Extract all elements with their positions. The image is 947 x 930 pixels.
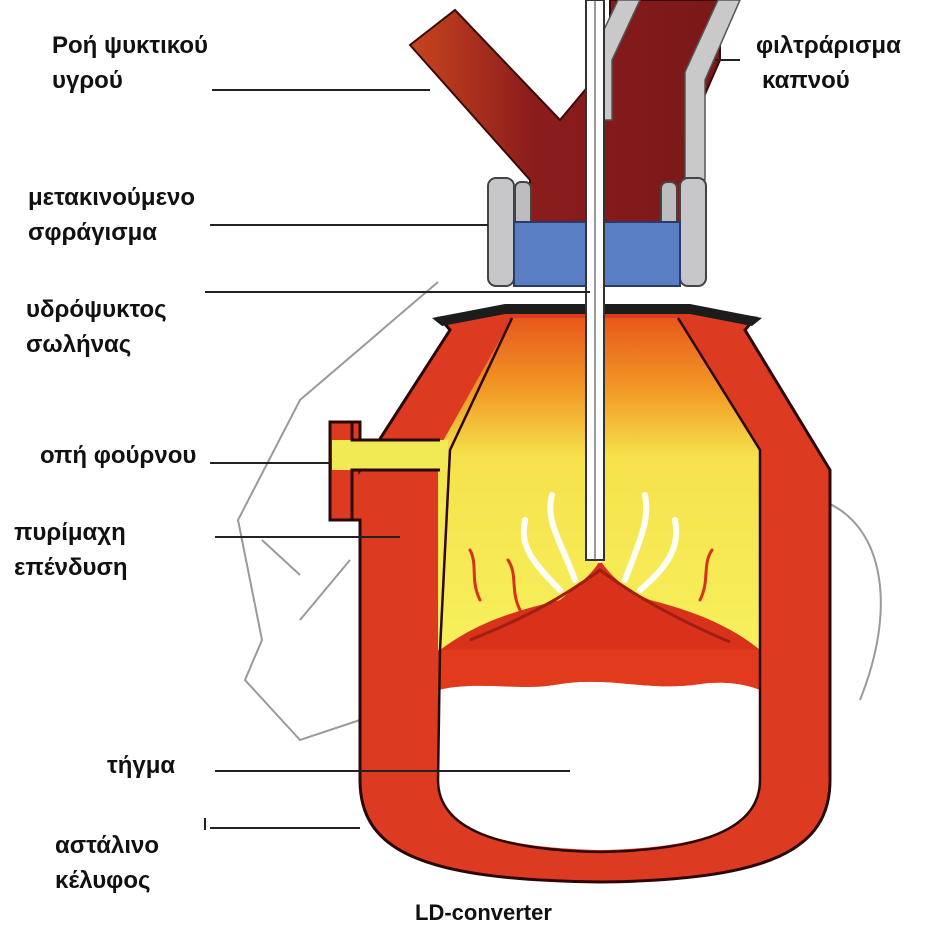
label-tap-hole: οπή φούρνου bbox=[40, 438, 196, 473]
label-coolant-flow: Ροή ψυκτικού υγρού bbox=[52, 28, 208, 98]
melt-bath bbox=[438, 682, 760, 850]
label-water-cooled-lance: υδρόψυκτος σωλήνας bbox=[26, 292, 167, 362]
label-steel-shell: αστάλινο κέλυφος bbox=[55, 828, 159, 898]
label-movable-seal: μετακινούμενο σφράγισμα bbox=[28, 180, 195, 250]
tap-hole-channel bbox=[332, 440, 448, 470]
water-cooled-lance bbox=[586, 0, 604, 560]
label-melt: τήγμα bbox=[107, 748, 175, 783]
label-flue-gas-filtering: φιλτράρισμα καπνού bbox=[756, 28, 901, 98]
diagram-caption: LD-converter bbox=[415, 900, 552, 926]
label-refractory-lining: πυρίμαχη επένδυση bbox=[14, 515, 128, 585]
